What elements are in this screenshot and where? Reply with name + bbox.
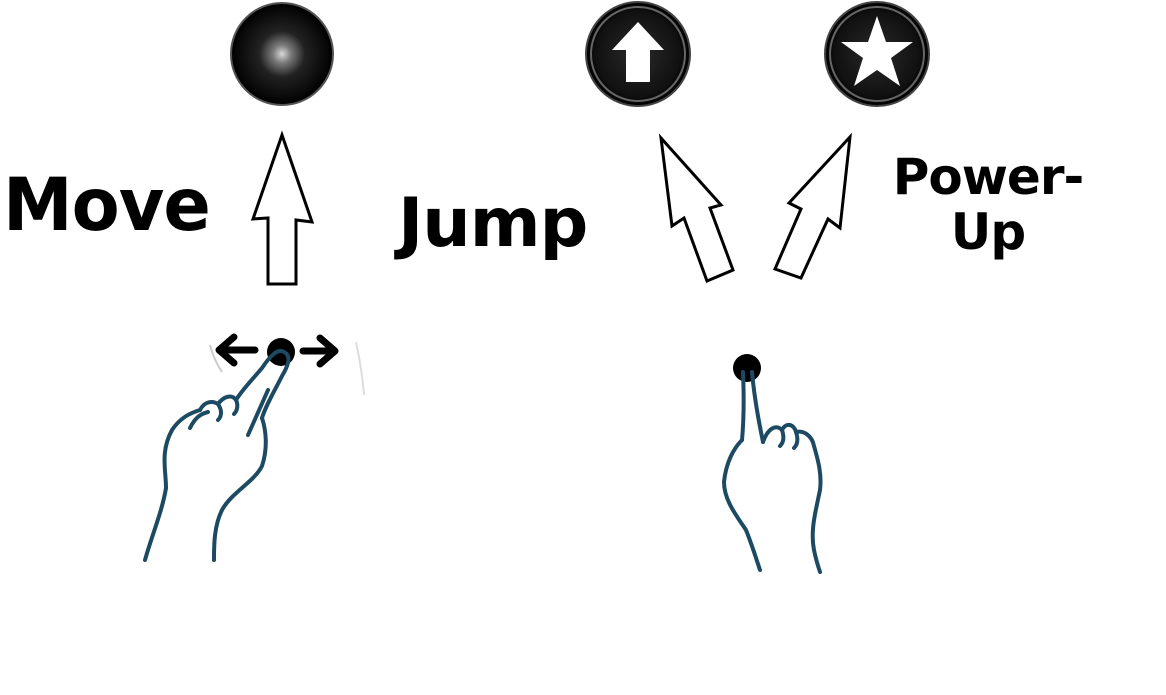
power-up-label-line2: Up (950, 203, 1026, 261)
joystick-knob-icon (230, 2, 334, 106)
swipe-hand-icon (143, 349, 291, 562)
power-up-label-line1: Power- (892, 148, 1085, 206)
star-icon (841, 16, 913, 86)
move-label: Move (3, 161, 211, 249)
jump-button[interactable] (585, 1, 691, 107)
power-up-label: Power- Up (868, 150, 1108, 260)
swipe-gesture-icon (209, 333, 365, 396)
move-button[interactable] (230, 2, 334, 106)
up-arrow-icon (612, 22, 664, 82)
jump-label: Jump (398, 184, 588, 263)
move-pointer-arrow-icon (250, 130, 315, 286)
power-up-button[interactable] (824, 1, 930, 107)
jump-pointer-arrow-icon (658, 133, 735, 283)
power-pointer-arrow-icon (772, 132, 852, 280)
tap-hand-icon (722, 354, 823, 574)
